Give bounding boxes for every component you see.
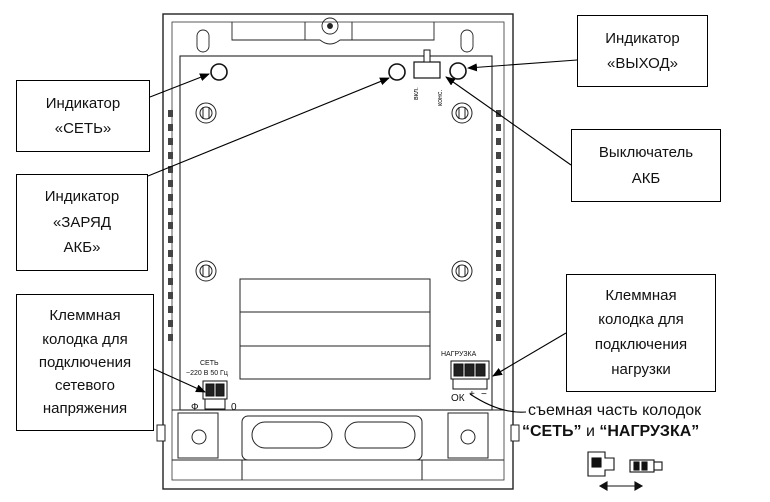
quote-open: “ bbox=[522, 423, 530, 440]
double-arrow-icon bbox=[598, 481, 644, 491]
right-vent-slots bbox=[496, 110, 501, 341]
removable-caption-names: “СЕТЬ” и “НАГРУЗКА” bbox=[522, 423, 699, 441]
callout-output-indicator: Индикатор«ВЫХОД» bbox=[577, 15, 708, 87]
akb-switch bbox=[413, 49, 441, 79]
switch-on-label: вкл. bbox=[413, 87, 420, 100]
screw-icon bbox=[451, 260, 473, 282]
zero-mark: 0 bbox=[231, 402, 237, 413]
phase-mark: Ф bbox=[191, 402, 199, 413]
left-vent-slots bbox=[168, 110, 173, 341]
load-terminal-block bbox=[450, 360, 490, 390]
word-set: СЕТЬ bbox=[530, 423, 574, 440]
net-terminal-block bbox=[202, 380, 228, 410]
removable-caption: съемная часть колодок bbox=[528, 402, 702, 419]
net-led bbox=[210, 63, 228, 81]
cable-entry bbox=[172, 409, 504, 480]
charge-led bbox=[388, 63, 406, 81]
load-label: НАГРУЗКА bbox=[441, 351, 477, 358]
plus-mark: + bbox=[469, 389, 475, 400]
minus-mark: − bbox=[481, 389, 487, 400]
output-led bbox=[449, 62, 467, 80]
net-voltage-label: ~220 В 50 Гц bbox=[186, 370, 228, 377]
removable-block-icon bbox=[587, 451, 663, 477]
pcb-board bbox=[179, 55, 493, 411]
callout-net-indicator: Индикатор«СЕТЬ» bbox=[16, 80, 150, 152]
leader-lines bbox=[147, 59, 578, 413]
screw-icon bbox=[451, 102, 473, 124]
ok-mark: ОК bbox=[451, 393, 465, 404]
screw-icon bbox=[195, 102, 217, 124]
switch-cons-label: конс. bbox=[437, 89, 444, 106]
word-and: и bbox=[581, 423, 600, 440]
word-load: “НАГРУЗКА” bbox=[599, 423, 700, 440]
label-plate bbox=[239, 278, 431, 380]
screw-icon bbox=[195, 260, 217, 282]
net-label: СЕТЬ bbox=[200, 360, 219, 367]
quote-close: ” bbox=[573, 423, 582, 440]
